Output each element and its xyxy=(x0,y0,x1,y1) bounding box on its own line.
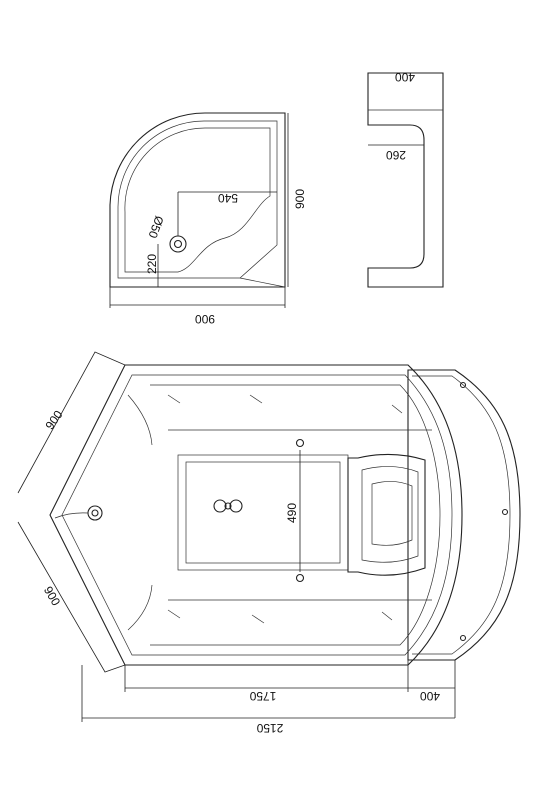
tray-floor-contour xyxy=(124,127,271,273)
glass-mark-4 xyxy=(167,609,181,619)
tray-drain-offset-label: 220 xyxy=(145,254,159,274)
depth-label: 1750 xyxy=(249,689,276,703)
side-a-label: 900 xyxy=(43,408,66,433)
drain-inner xyxy=(173,239,183,249)
cabin-plan-view: 490 900 900 1750 400 2150 xyxy=(17,351,521,735)
shower-head-bottom xyxy=(295,573,305,583)
glass-mark-1 xyxy=(167,394,181,404)
glass-mark-5 xyxy=(251,614,265,624)
tray-side-inner-label: 260 xyxy=(386,148,406,162)
tray-side-view: 400 260 xyxy=(367,70,444,288)
cabin-back-panel xyxy=(150,384,441,646)
tray-width-label: 900 xyxy=(195,312,215,326)
extension-bolt-top xyxy=(459,381,467,389)
tray-inner-outline xyxy=(117,120,278,279)
glass-mark-3 xyxy=(391,404,403,414)
mixer-handle-left xyxy=(213,499,227,513)
tray-depth-label: 900 xyxy=(293,189,307,209)
mixer-handle-right xyxy=(229,499,243,513)
tray-seat-width-label: 540 xyxy=(218,191,238,205)
door-left-lower xyxy=(127,584,153,631)
cabin-shell-inner xyxy=(61,374,453,656)
extension-bolt-mid xyxy=(501,508,509,516)
total-label: 2150 xyxy=(256,721,283,735)
tray-outer-outline xyxy=(109,112,286,288)
extension-bolt-bottom xyxy=(459,634,467,642)
glass-mark-6 xyxy=(381,611,393,621)
cabin-column-inner xyxy=(185,461,341,564)
tray-plan-view: 540 900 Ø50 220 900 xyxy=(109,112,307,326)
cabin-column xyxy=(177,454,349,571)
cabin-shell-outer xyxy=(49,364,463,666)
seat-outline xyxy=(347,453,426,576)
tray-lip-line xyxy=(239,277,286,288)
glass-mark-2 xyxy=(249,394,263,404)
tray-drain-label: Ø50 xyxy=(145,214,166,240)
shower-head-top xyxy=(295,438,305,448)
tray-side-profile xyxy=(367,72,444,288)
cabin-drain-center xyxy=(91,509,99,517)
drain-hose xyxy=(54,512,89,519)
mixer-body xyxy=(224,502,232,510)
cabin-roof-extension-inner xyxy=(412,375,511,655)
drain-outer xyxy=(169,235,187,253)
side-a-dim-line xyxy=(17,351,126,494)
tray-side-height-label: 400 xyxy=(395,70,415,84)
seat-backrest xyxy=(371,481,413,546)
seat-cushion xyxy=(361,466,419,563)
door-left-upper xyxy=(127,394,153,446)
seat-dim-label: 490 xyxy=(285,503,299,523)
cabin-drain xyxy=(87,505,103,521)
side-b-label: 900 xyxy=(41,584,63,609)
side-b-dim-line xyxy=(17,521,126,673)
cabin-roof-extension xyxy=(407,369,521,661)
extension-label: 400 xyxy=(420,689,440,703)
